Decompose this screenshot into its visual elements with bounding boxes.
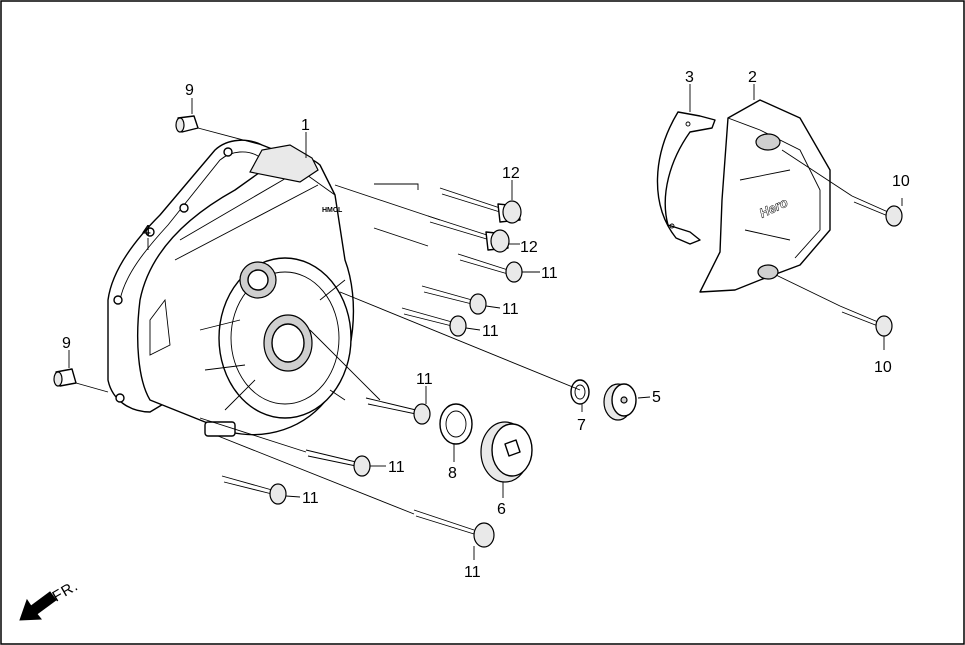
arrow-down-left-icon xyxy=(19,591,57,621)
o-ring-part-8[interactable] xyxy=(439,403,473,445)
bolt-part-10-lower[interactable] xyxy=(839,305,893,337)
bolt-part-11-f[interactable] xyxy=(221,475,287,505)
bolt-part-11-a[interactable] xyxy=(457,253,523,283)
bolt-part-11-e[interactable] xyxy=(305,449,371,477)
dowel-pin-part-9-upper[interactable] xyxy=(175,115,199,133)
callout-11-b: 11 xyxy=(502,301,519,318)
dowel-pin-part-9-lower[interactable] xyxy=(53,368,77,387)
front-direction-indicator: FR. xyxy=(19,577,82,621)
bolt-part-11-c[interactable] xyxy=(401,307,467,337)
callout-11-f: 11 xyxy=(302,490,319,507)
bolt-part-11-g[interactable] xyxy=(413,509,495,548)
bolt-part-12-upper[interactable] xyxy=(439,187,522,224)
callout-1: 1 xyxy=(301,117,310,134)
bolt-part-10-upper[interactable] xyxy=(851,195,903,227)
bolt-part-11-d[interactable] xyxy=(365,397,431,425)
callout-8: 8 xyxy=(448,465,457,482)
callout-6: 6 xyxy=(497,501,506,518)
callout-10-lower: 10 xyxy=(874,359,892,376)
callout-11-a: 11 xyxy=(541,265,558,282)
callout-11-d: 11 xyxy=(416,371,433,388)
callout-12-lower: 12 xyxy=(520,239,538,256)
callout-11-c: 11 xyxy=(482,323,499,340)
callout-2: 2 xyxy=(748,69,757,86)
callout-11-e: 11 xyxy=(388,459,405,476)
plug-cap-part-6[interactable] xyxy=(480,421,533,483)
callout-11-g: 11 xyxy=(464,564,481,581)
leader-lines xyxy=(68,84,903,560)
callout-9-lower: 9 xyxy=(62,335,71,352)
callout-10-upper: 10 xyxy=(892,173,910,190)
callout-3: 3 xyxy=(685,69,694,86)
callout-numbers: 9 9 4 1 3 2 12 12 11 11 11 11 11 11 11 8… xyxy=(62,69,910,581)
callout-9-upper: 9 xyxy=(185,82,194,99)
cap-part-5[interactable] xyxy=(603,383,637,421)
callout-7: 7 xyxy=(577,417,586,434)
bolt-part-12-lower[interactable] xyxy=(427,215,510,253)
callout-5: 5 xyxy=(652,389,661,406)
bolt-part-11-b[interactable] xyxy=(421,285,487,315)
callout-4: 4 xyxy=(142,223,151,240)
bracket-part-3[interactable] xyxy=(656,111,716,245)
callout-12-upper: 12 xyxy=(502,165,520,182)
svg-text:HMCL: HMCL xyxy=(322,207,343,214)
outer-cover-part-2[interactable]: Hero xyxy=(699,99,831,293)
o-ring-part-7[interactable] xyxy=(570,379,590,405)
crankcase-cover-part-1[interactable]: HMCL xyxy=(137,144,355,437)
